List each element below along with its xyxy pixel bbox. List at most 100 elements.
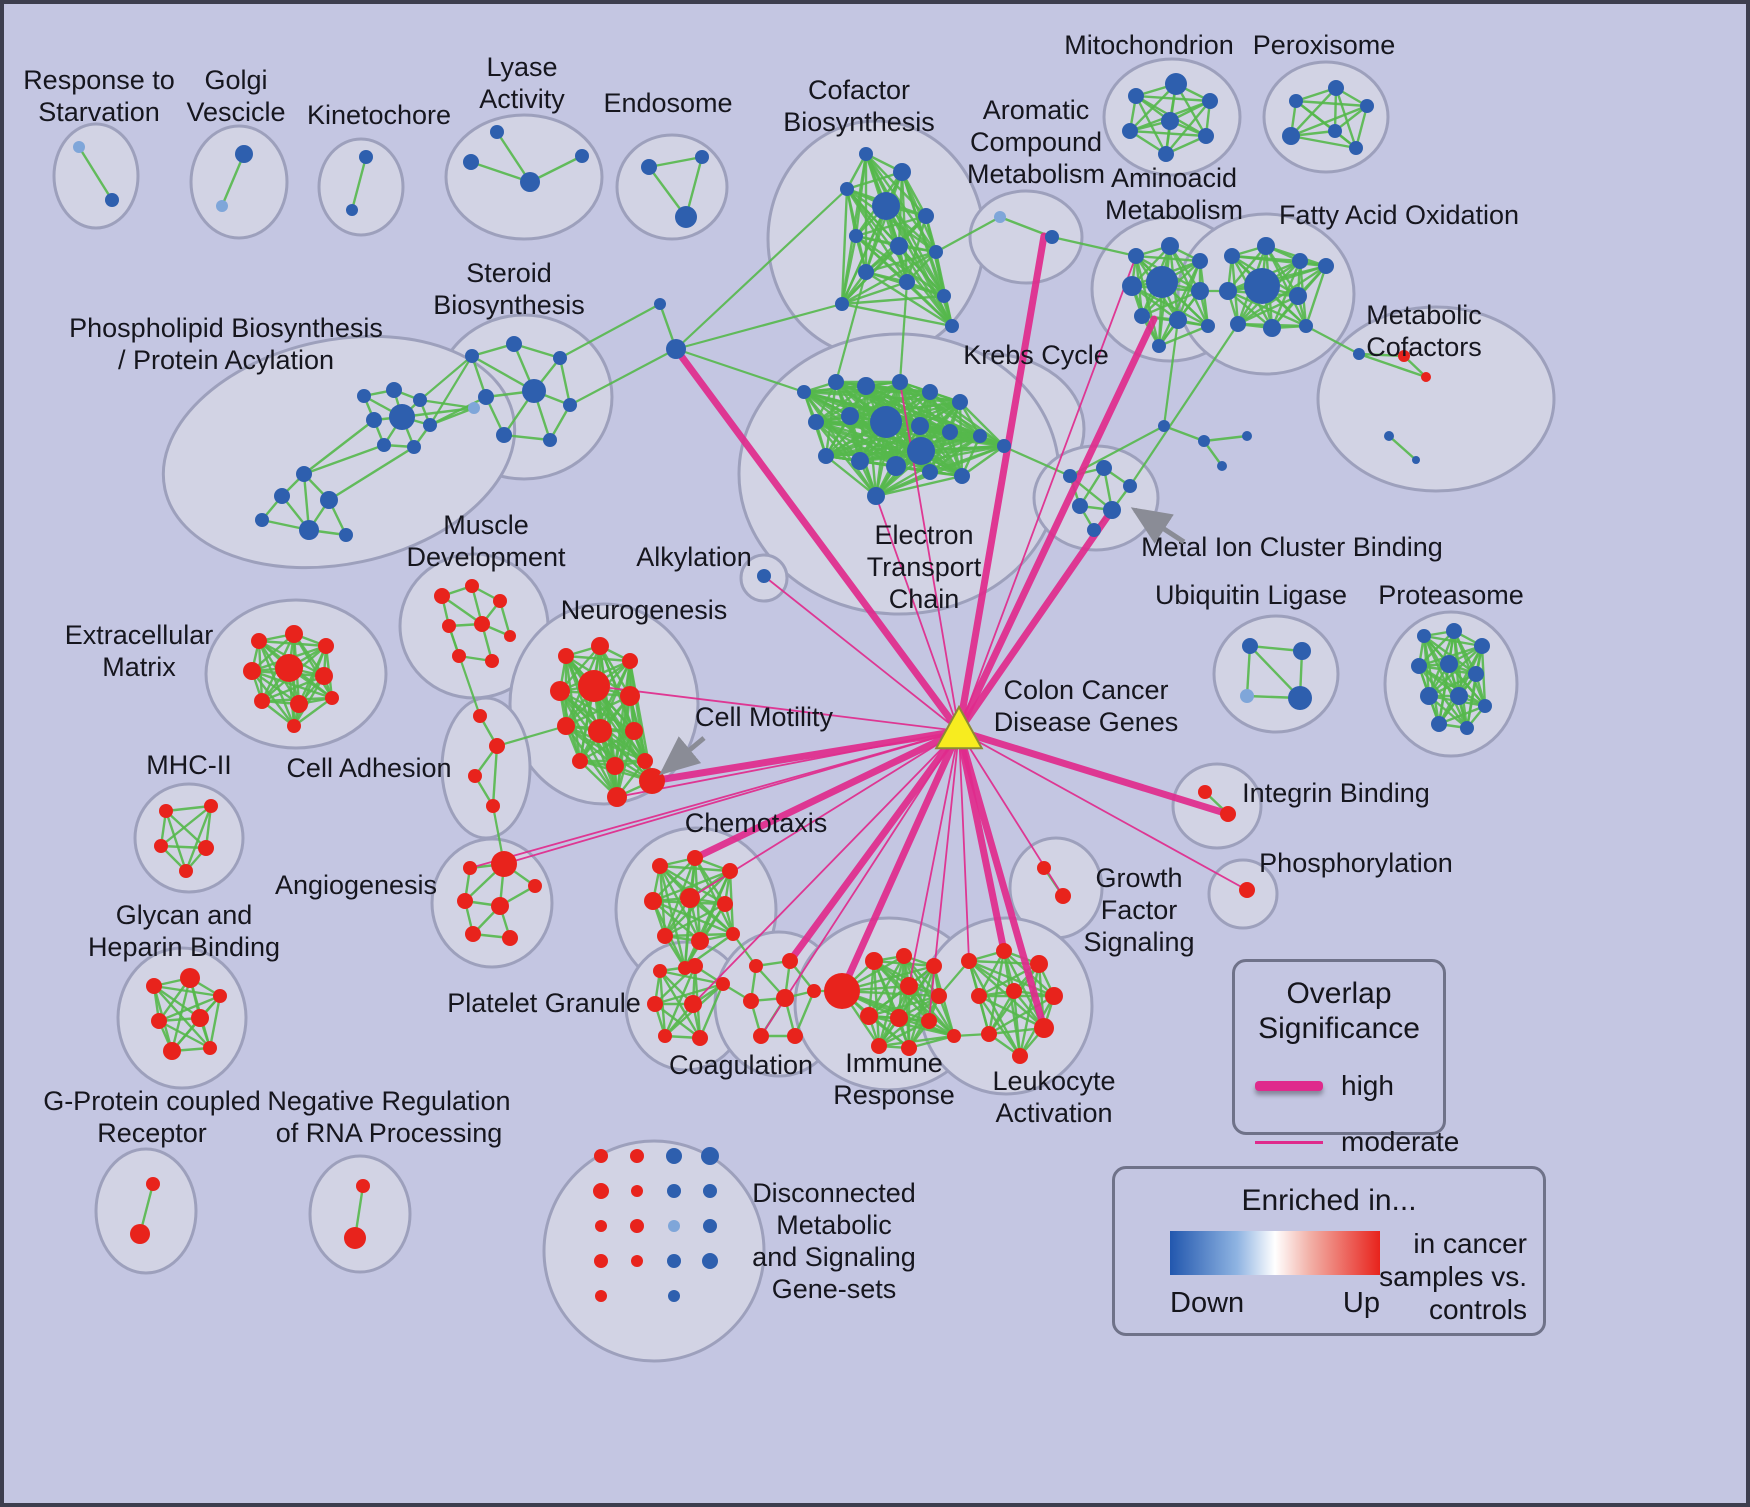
gene-set-node-up [588,719,612,743]
cluster-label-phospholipid-protein-acylation: Phospholipid Biosynthesis/ Protein Acyla… [69,313,383,375]
gene-set-node-down [849,229,863,243]
gene-set-node-up [502,930,518,946]
gene-set-node-down [1446,623,1462,639]
gene-set-node-up [716,977,730,991]
gene-set-node-down [339,528,353,542]
edge-green-bridge [898,281,909,383]
gene-set-node-up [243,662,261,680]
edge-green [328,445,415,502]
gene-set-node-down [346,204,358,216]
edge-green [654,982,724,1006]
gene-set-node-down [703,1219,717,1233]
edge-green [906,281,953,327]
gene-set-node-down [675,206,697,228]
gene-set-node-down [841,407,859,425]
edge-green [1358,352,1427,379]
legend-overlap-item-moderate: moderate [1235,1126,1459,1158]
gene-set-node-down [890,237,908,255]
edge-green-bridge [419,355,473,401]
gene-set-node-down [463,154,479,170]
cluster-label-coagulation: Coagulation [669,1050,813,1080]
edge-green-bridge [1129,323,1239,487]
high-significance-label: high [1341,1070,1394,1101]
gene-set-node-up [593,1183,609,1199]
gene-set-node-down [1412,456,1420,464]
edge-green [1290,104,1368,138]
gene-set-node-down [1165,73,1187,95]
gene-set-node-up [631,1255,643,1267]
edge-green-bridge [1051,235,1137,258]
gene-set-node-down [695,150,709,164]
edge-overlap-moderate [875,495,960,732]
gene-set-node-down [1288,686,1312,710]
gene-set-node-down [1242,431,1252,441]
gene-set-node-down [496,427,512,443]
edge-green [659,969,724,986]
gene-set-node-down [1161,112,1179,130]
edge-green [868,1014,955,1038]
gene-set-node-down [105,193,119,207]
cluster-ellipse-peroxisome [1262,60,1390,174]
edge-green [652,869,731,903]
gene-set-node-up [622,653,638,669]
edge-green [1158,324,1209,348]
cluster-label-neurogenesis: Neurogenesis [561,595,728,625]
edge-green [698,983,725,1039]
edge-green [559,645,601,692]
gene-set-node-down [808,414,824,430]
gene-set-node-down [851,452,869,470]
gene-set-node-up [434,588,450,604]
edge-green [170,977,192,1052]
gene-set-node-down [1299,319,1313,333]
edge-green [1388,435,1417,461]
gene-set-node-up [1034,1018,1054,1038]
gene-set-node-down [952,394,968,410]
edge-green [961,445,1005,477]
legend-enriched-in: Enriched in... Down Up in cancer samples… [1112,1166,1546,1336]
gene-set-node-up [504,630,516,642]
gene-set-node-up [287,719,301,733]
edge-green [968,960,1045,1029]
gene-set-node-up [578,670,610,702]
edge-green [664,902,726,938]
edge-overlap-moderate [692,730,960,1005]
edge-green [1203,434,1248,443]
gene-set-node-up [1037,861,1051,875]
edge-overlap-high [786,727,963,965]
gene-set-node-down_light [73,141,85,153]
edge-green [873,960,955,1037]
edge-green [1157,260,1202,347]
gene-set-node-down [490,125,504,139]
edge-green [825,434,981,458]
edge-green-bridge [429,396,487,426]
gene-set-node-down [522,379,546,403]
gene-set-node-up [607,787,627,807]
gene-set-node-up [486,799,500,813]
gene-set-node-down_light [216,200,228,212]
gene-set-node-up [931,988,947,1004]
edge-green [303,419,375,475]
gene-set-node-down [937,289,951,303]
gene-set-node-down [1103,501,1121,519]
legend-enrichment-title: Enriched in... [1241,1184,1417,1217]
gene-set-node-down [520,172,540,192]
gene-set-node-down [320,491,338,509]
cluster-label-phosphorylation: Phosphorylation [1259,848,1453,878]
gene-set-node-down [1293,642,1311,660]
cluster-ellipse-integrin-binding [1171,762,1263,850]
edge-green [261,674,325,703]
gene-set-node-up [203,1041,217,1055]
edge-green-bridge [569,348,677,406]
gene-set-node-up [275,654,303,682]
gene-set-node-down [867,487,885,505]
edge-green [652,857,696,902]
edge-green [865,250,937,274]
gene-set-node-down [1219,282,1237,300]
gene-set-node-up [921,1013,937,1029]
gene-set-node-down [1063,469,1077,483]
edge-green-bridge [834,271,868,383]
edge-green [1290,87,1337,137]
gene-set-node-down [1263,319,1281,337]
